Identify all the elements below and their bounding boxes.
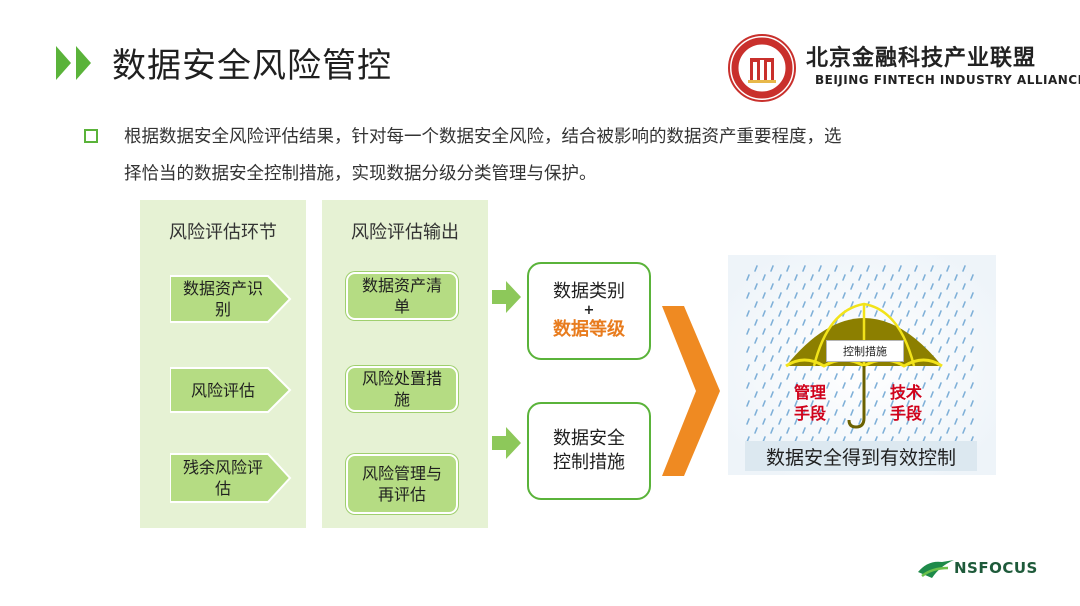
data-category-level-box: 数据类别 + 数据等级 xyxy=(527,262,651,360)
alliance-logo-icon xyxy=(728,34,796,102)
output-risk-treatment: 风险处置措施 xyxy=(346,366,458,412)
stage-label-line1: 风险评估 xyxy=(190,380,255,400)
stage-residual-risk-assessment: 残余风险评估 xyxy=(170,452,292,504)
intro-line-2: 择恰当的数据安全控制措施，实现数据分级分类管理与保护。 xyxy=(124,164,597,184)
page-title: 数据安全风险管控 xyxy=(112,46,392,86)
output-label-line1: 数据资产清 xyxy=(361,276,442,295)
arrow-right-icon xyxy=(492,427,521,459)
stage-label-line1: 数据资产识 xyxy=(182,279,263,298)
technical-line1: 技术 xyxy=(890,383,923,402)
management-line1: 管理 xyxy=(794,383,827,402)
technical-means-text: 技术手段 xyxy=(890,382,922,424)
technical-line2: 手段 xyxy=(890,404,923,423)
output-label-line2: 再评估 xyxy=(377,485,426,504)
category-line1: 数据类别 xyxy=(553,281,625,302)
footer-brand-text: NSFOCUS xyxy=(954,559,1038,577)
intro-line-1: 根据数据安全风险评估结果，针对每一个数据安全风险，结合被影响的数据资产重要程度，… xyxy=(124,127,842,147)
column1-title: 风险评估环节 xyxy=(169,222,277,243)
stage-asset-identification: 数据资产识别 xyxy=(170,274,292,324)
arrow-right-icon xyxy=(492,281,521,313)
plus-sign: + xyxy=(583,303,595,318)
category-line2: 数据等级 xyxy=(553,319,625,340)
output-label-line2: 施 xyxy=(393,390,410,409)
rain-background xyxy=(728,255,996,475)
column2-title: 风险评估输出 xyxy=(351,222,459,243)
stage-label-line2: 别 xyxy=(214,300,231,319)
output-label-line1: 风险管理与 xyxy=(361,464,442,483)
output-risk-management: 风险管理与再评估 xyxy=(346,454,458,514)
org-name-cn: 北京金融科技产业联盟 xyxy=(806,46,1037,71)
management-means-text: 管理手段 xyxy=(794,382,826,424)
big-chevron-icon xyxy=(662,306,720,476)
stage-label-line2: 估 xyxy=(214,479,231,498)
stage-label-line1: 残余风险评 xyxy=(182,458,263,477)
output-label-line1: 风险处置措 xyxy=(361,369,442,388)
bullet-square-icon xyxy=(84,129,98,143)
org-name-en: BEIJING FINTECH INDUSTRY ALLIANCE xyxy=(815,73,1080,87)
nsfocus-logo-icon xyxy=(918,560,954,578)
output-label-line2: 单 xyxy=(393,297,410,316)
control-line2: 控制措施 xyxy=(553,452,625,473)
security-control-measures-box: 数据安全 控制措施 xyxy=(527,402,651,500)
umbrella-label: 控制措施 xyxy=(826,340,904,362)
effective-control-caption: 数据安全得到有效控制 xyxy=(745,441,977,471)
management-line2: 手段 xyxy=(794,404,827,423)
control-line1: 数据安全 xyxy=(553,428,625,449)
footer-brand: NSFOCUS xyxy=(918,556,1048,582)
stage-risk-assessment: 风险评估 xyxy=(170,366,292,414)
output-asset-inventory: 数据资产清单 xyxy=(346,272,458,320)
title-chevrons-icon xyxy=(56,46,91,80)
